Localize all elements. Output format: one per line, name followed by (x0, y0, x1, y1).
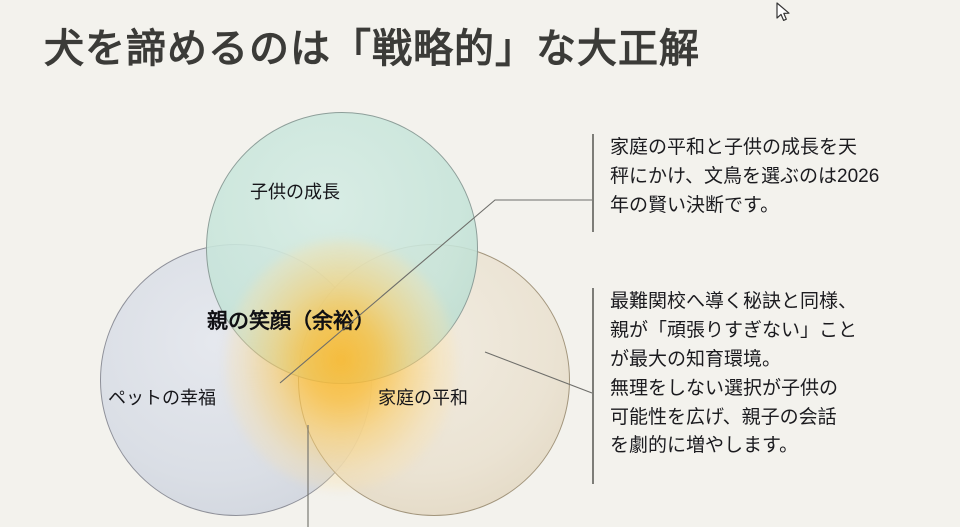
callout-text-2: 最難関校へ導く秘訣と同様、 親が「頑張りすぎない」こと が最大の知育環境。 無理… (610, 291, 858, 457)
callout-bar-1 (592, 134, 594, 232)
venn-circle-child-growth (206, 112, 478, 384)
venn-label-center-parent-smile: 親の笑顔（余裕） (207, 310, 375, 333)
callout-bar-2 (592, 288, 594, 484)
venn-diagram: 子供の成長 ペットの幸福 家庭の平和 親の笑顔（余裕） (100, 112, 570, 527)
venn-label-pet-happiness: ペットの幸福 (108, 388, 216, 408)
mouse-cursor-icon (776, 2, 790, 21)
venn-label-family-peace: 家庭の平和 (378, 388, 468, 408)
page-title: 犬を諦めるのは「戦略的」な大正解 (44, 27, 700, 71)
callout-block-1: 家庭の平和と子供の成長を天 秤にかけ、文鳥を選ぶのは2026 年の賢い決断です。 (592, 134, 879, 232)
callout-text-1: 家庭の平和と子供の成長を天 秤にかけ、文鳥を選ぶのは2026 年の賢い決断です。 (610, 137, 880, 216)
callout-block-2: 最難関校へ導く秘訣と同様、 親が「頑張りすぎない」こと が最大の知育環境。 無理… (592, 288, 857, 484)
venn-label-child-growth: 子供の成長 (250, 182, 340, 202)
